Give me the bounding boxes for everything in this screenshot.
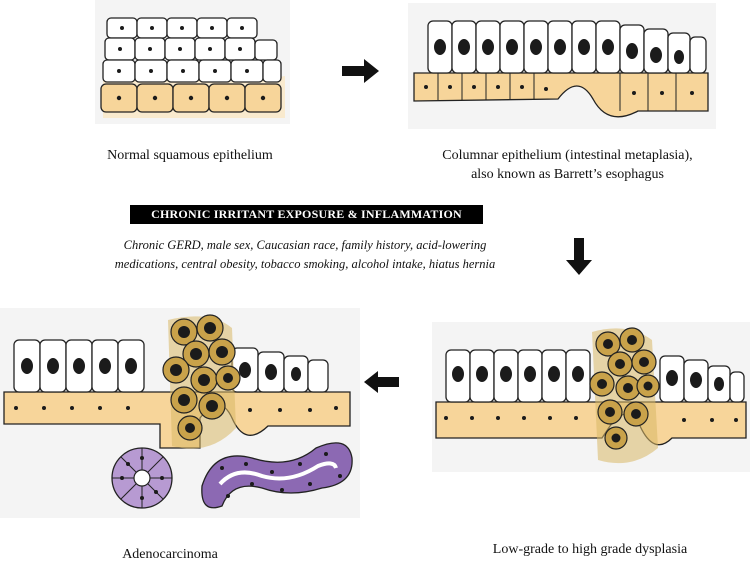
dysplasia-illustration	[435, 327, 747, 464]
caption-adenocarcinoma: Adenocarcinoma	[122, 547, 218, 562]
caption-normal-squamous: Normal squamous epithelium	[107, 148, 273, 163]
right-arrow-icon	[342, 59, 379, 83]
risk-factors-text: Chronic GERD, male sex, Caucasian race, …	[114, 238, 496, 271]
normal-squamous-illustration	[100, 17, 285, 118]
caption-columnar-epithelium: Columnar epithelium (intestinal metaplas…	[442, 148, 693, 182]
columnar-epithelium-illustration	[413, 20, 709, 118]
adenocarcinoma-panel	[0, 308, 360, 518]
down-arrow-icon	[566, 238, 592, 275]
normal-squamous-panel	[95, 0, 290, 124]
adenocarcinoma-illustration	[3, 314, 353, 509]
chronic-irritant-banner: CHRONIC IRRITANT EXPOSURE & INFLAMMATION	[130, 205, 483, 224]
left-arrow-icon	[364, 371, 399, 393]
columnar-epithelium-panel	[408, 3, 716, 129]
dysplasia-panel	[432, 322, 750, 472]
caption-dysplasia: Low-grade to high grade dysplasia	[492, 542, 688, 557]
